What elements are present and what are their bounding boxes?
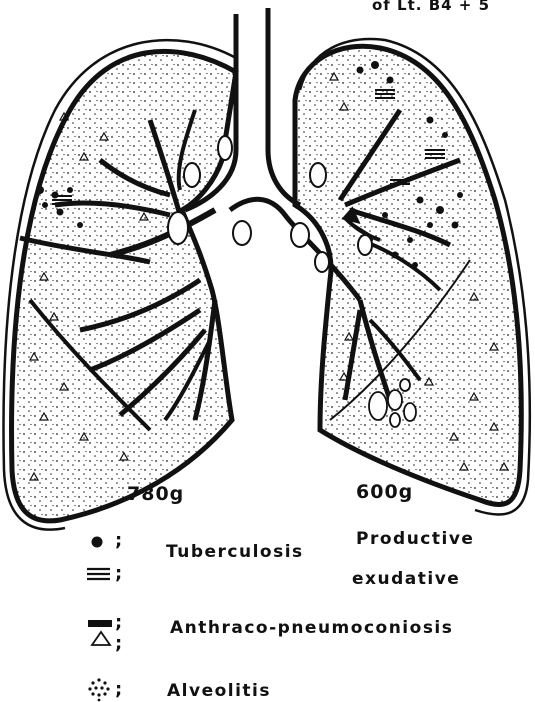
- legend-anthraco-pneumoconiosis: Anthraco-pneumoconiosis: [170, 618, 453, 638]
- right-lung-outline: [295, 46, 521, 504]
- legend-exudative: exudative: [352, 569, 460, 589]
- exudative-lines-icon: [87, 569, 110, 579]
- legend-alveolitis: Alveolitis: [167, 681, 271, 701]
- left-lung: [3, 40, 251, 530]
- right-lung: [291, 39, 530, 514]
- alveolitis-cluster-icon: [88, 678, 109, 701]
- right-lung-weight: 600g: [356, 481, 413, 503]
- legend-separator: ;: [115, 530, 122, 551]
- legend-separator: ;: [115, 612, 122, 633]
- left-lung-outline: [12, 51, 236, 521]
- legend-separator: ;: [115, 633, 122, 654]
- anthraco-bar-icon: [88, 620, 112, 627]
- triangle-icon: [92, 632, 110, 645]
- top-annotation: of Lt. B4 + 5: [372, 0, 490, 14]
- tubercle-dot-icon: [92, 537, 103, 548]
- legend-separator: ;: [115, 679, 122, 700]
- legend-symbols: [87, 537, 112, 702]
- legend-separator: ;: [115, 563, 122, 584]
- left-lung-weight: 780g: [127, 483, 184, 505]
- legend-productive: Productive: [356, 529, 474, 549]
- legend-tuberculosis: Tuberculosis: [166, 542, 304, 562]
